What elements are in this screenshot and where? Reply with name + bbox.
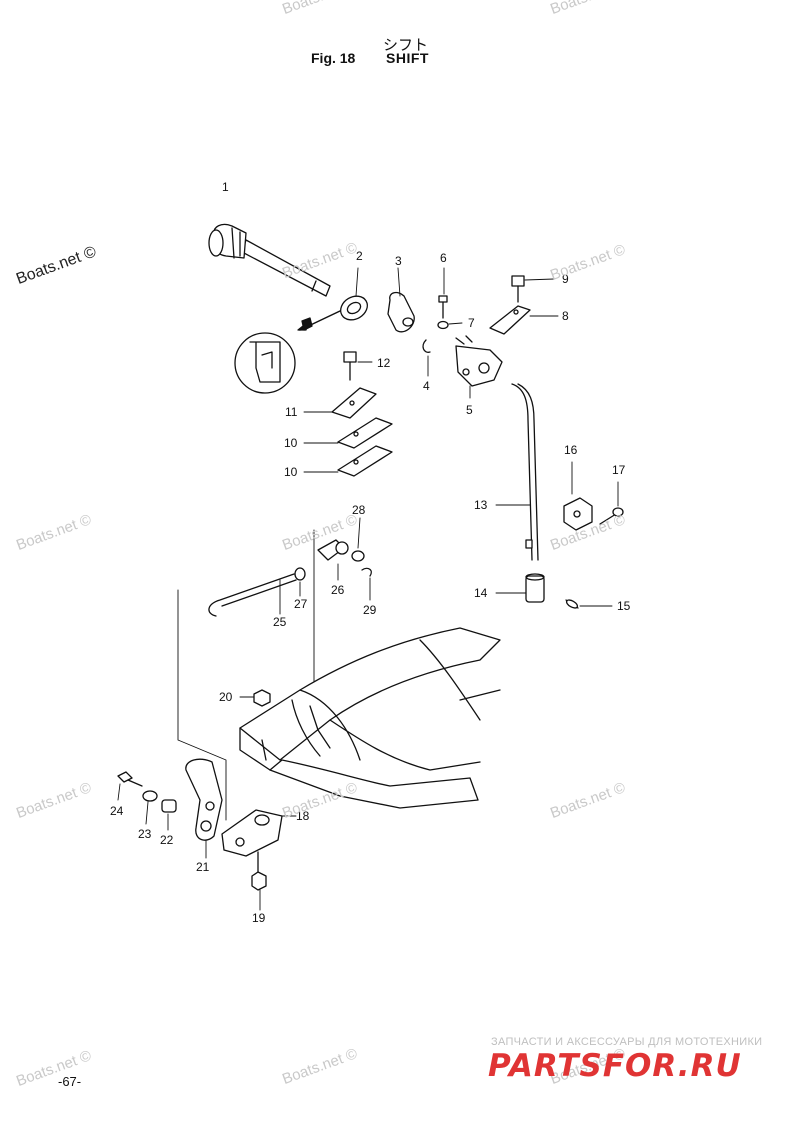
callout-label: 23 — [138, 827, 152, 841]
callout-labels: 1 2 3 6 9 7 8 12 4 5 11 10 10 16 17 13 2… — [110, 180, 631, 925]
clip-part-4[interactable] — [422, 339, 431, 377]
swivel-bracket-frame — [239, 627, 501, 809]
oil-seal-part-2[interactable] — [336, 267, 371, 325]
bolt-part-12[interactable] — [343, 351, 373, 381]
shop-tagline: ЗАПЧАСТИ И АКСЕССУАРЫ ДЛЯ МОТОТЕХНИКИ — [491, 1036, 763, 1048]
callout-label: 5 — [466, 403, 473, 417]
callout-label: 22 — [160, 833, 174, 847]
shop-logo[interactable]: PARTSFOR.RU — [488, 1048, 742, 1084]
callout-label: 25 — [273, 615, 287, 629]
callout-label: 12 — [377, 356, 391, 370]
bolt-part-9[interactable] — [511, 275, 555, 303]
callout-label: 28 — [352, 503, 366, 517]
plate-part-11[interactable] — [303, 387, 377, 419]
plate-part-10a[interactable] — [303, 417, 393, 449]
callout-label: 8 — [562, 309, 569, 323]
bolt-part-19[interactable] — [251, 851, 267, 911]
lever-part-21[interactable] — [185, 758, 223, 859]
rod-part-25[interactable] — [208, 573, 297, 617]
plate-part-10b[interactable] — [303, 445, 393, 477]
arm-part-18[interactable] — [221, 809, 297, 857]
callout-label: 17 — [612, 463, 626, 477]
callout-label: 6 — [440, 251, 447, 265]
block-part-16[interactable] — [563, 461, 593, 531]
shift-rod-part-1[interactable] — [208, 223, 331, 297]
screw-part-17[interactable] — [599, 481, 624, 525]
shift-rod-part-13[interactable] — [495, 383, 539, 561]
detail-view — [234, 310, 341, 394]
callout-label: 15 — [617, 599, 631, 613]
washer-part-23[interactable] — [142, 790, 158, 825]
bolt-part-24[interactable] — [117, 771, 143, 801]
callout-label: 27 — [294, 597, 308, 611]
callout-label: 10 — [284, 465, 298, 479]
callout-label: 7 — [468, 316, 475, 330]
nut-part-27[interactable] — [294, 567, 306, 597]
callout-label: 20 — [219, 690, 233, 704]
shift-lever-part-3[interactable] — [387, 267, 415, 333]
callout-label: 14 — [474, 586, 488, 600]
callout-label: 29 — [363, 603, 377, 617]
shift-bracket-part-5[interactable] — [455, 335, 503, 399]
joint-part-26[interactable] — [317, 539, 349, 581]
japanese-title: シフト — [383, 36, 429, 54]
callout-label: 4 — [423, 379, 430, 393]
washer-part-28[interactable] — [351, 517, 365, 562]
joint-part-14[interactable] — [495, 573, 545, 603]
clip-part-29[interactable] — [361, 567, 372, 601]
plate-part-8[interactable] — [489, 305, 559, 335]
nut-part-20[interactable] — [239, 689, 271, 707]
callout-label: 19 — [252, 911, 266, 925]
callout-label: 9 — [562, 272, 569, 286]
callout-label: 10 — [284, 436, 298, 450]
collar-part-22[interactable] — [161, 799, 177, 831]
callout-label: 26 — [331, 583, 345, 597]
reference-frame — [177, 529, 315, 821]
callout-label: 3 — [395, 254, 402, 268]
bolt-part-6[interactable] — [438, 267, 448, 319]
callout-label: 24 — [110, 804, 124, 818]
callout-label: 16 — [564, 443, 578, 457]
callout-label: 1 — [222, 180, 229, 194]
washer-part-7[interactable] — [437, 320, 463, 330]
callout-label: 21 — [196, 860, 210, 874]
pin-part-15[interactable] — [565, 598, 613, 609]
figure-label: Fig. 18 — [311, 50, 356, 66]
callout-label: 13 — [474, 498, 488, 512]
callout-label: 18 — [296, 809, 310, 823]
callout-label: 2 — [356, 249, 363, 263]
page-number: -67- — [58, 1074, 82, 1089]
callout-label: 11 — [285, 405, 298, 419]
section-title: SHIFT — [386, 50, 429, 66]
